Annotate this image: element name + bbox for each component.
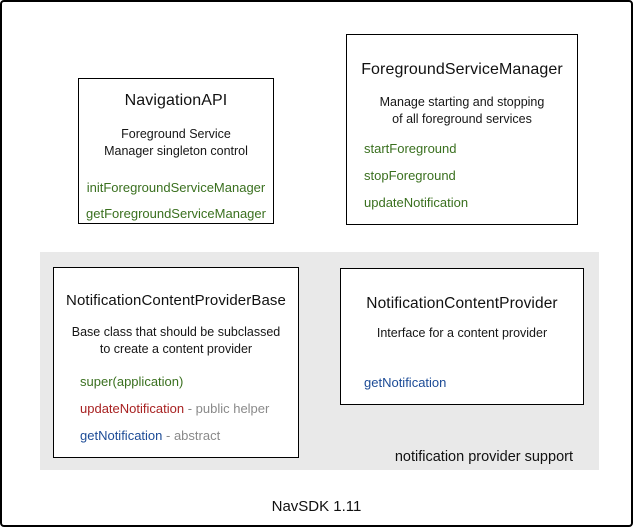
foreground-service-manager-box: ForegroundServiceManager Manage starting…	[346, 34, 578, 225]
description-line: Manager singleton control	[104, 143, 248, 158]
method-get-notification: getNotification	[364, 374, 447, 390]
method-stop-foreground: stopForeground	[364, 168, 456, 183]
method-name: super(application)	[80, 374, 184, 389]
navigation-api-description: Foreground Service Manager singleton con…	[79, 126, 273, 159]
notification-content-provider-base-title: NotificationContentProviderBase	[66, 292, 286, 309]
description-line: Manage starting and stopping	[379, 95, 545, 109]
navigation-api-methods: initForegroundServiceManager getForegrou…	[79, 180, 273, 222]
method-name: getNotification	[80, 428, 163, 443]
foreground-service-manager-methods: startForeground stopForeground updateNot…	[347, 141, 577, 211]
method-name: updateNotification	[80, 401, 185, 416]
description-line: to create a content provider	[99, 341, 253, 356]
notification-content-provider-box: NotificationContentProvider Interface fo…	[340, 268, 584, 405]
navigation-api-title: NavigationAPI	[124, 92, 228, 109]
notification-content-provider-description: Interface for a content provider	[341, 325, 583, 342]
description-line: Base class that should be subclassed	[71, 325, 281, 339]
navigation-api-box: NavigationAPI Foreground Service Manager…	[78, 78, 274, 224]
description-line: Interface for a content provider	[376, 326, 548, 340]
notification-content-provider-base-methods: super(application) updateNotification - …	[54, 374, 298, 444]
method-annotation: - public helper	[184, 401, 270, 416]
notification-content-provider-base-description: Base class that should be subclassed to …	[54, 324, 298, 357]
method-update-notification: updateNotification - public helper	[80, 401, 298, 417]
panel-label: notification provider support	[394, 449, 573, 465]
method-super-application: super(application)	[80, 374, 298, 390]
method-annotation: - abstract	[162, 428, 221, 443]
notification-content-provider-methods: getNotification	[341, 375, 583, 391]
sdk-version-label: NavSDK 1.11	[271, 498, 362, 515]
foreground-service-manager-title: ForegroundServiceManager	[361, 61, 563, 78]
foreground-service-manager-description: Manage starting and stopping of all fore…	[347, 94, 577, 127]
notification-content-provider-base-box: NotificationContentProviderBase Base cla…	[53, 267, 299, 458]
notification-content-provider-title: NotificationContentProvider	[366, 295, 558, 312]
method-update-notification: updateNotification	[364, 195, 469, 210]
notification-provider-support-panel: NotificationContentProviderBase Base cla…	[40, 252, 599, 470]
description-line: Foreground Service	[121, 127, 231, 141]
method-get-foreground-service-manager: getForegroundServiceManager	[86, 206, 266, 221]
method-get-notification: getNotification - abstract	[80, 428, 298, 444]
description-line: of all foreground services	[392, 111, 532, 126]
method-start-foreground: startForeground	[364, 141, 457, 156]
method-init-foreground-service-manager: initForegroundServiceManager	[86, 180, 266, 195]
